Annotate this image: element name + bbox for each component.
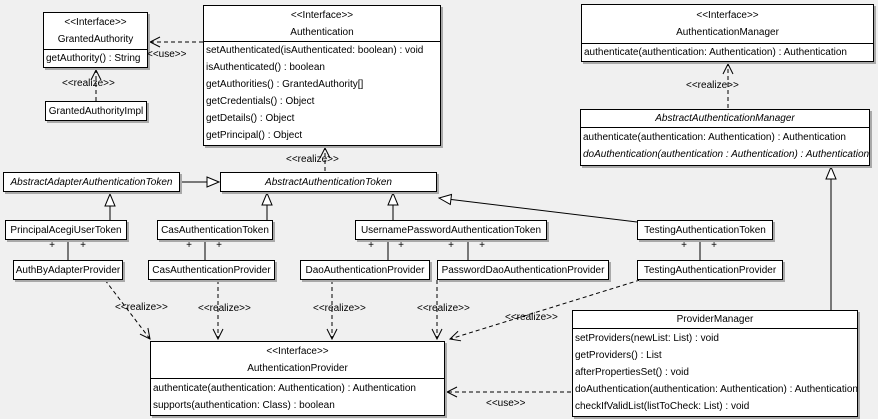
uml-class-grantedauthorityimpl: GrantedAuthorityImpl: [45, 101, 147, 121]
class-name: AbstractAuthenticationToken: [265, 176, 392, 188]
class-name: PasswordDaoAuthenticationProvider: [441, 264, 605, 276]
class-name: PrincipalAcegiUserToken: [10, 224, 122, 236]
uml-class-passworddaoauthenticationprovider: PasswordDaoAuthenticationProvider: [437, 260, 609, 280]
realize-label: <<realize>>: [686, 80, 739, 91]
uml-class-grantedauthority: <<Interface>> GrantedAuthority getAuthor…: [43, 12, 148, 68]
realize-label: <<realize>>: [417, 303, 470, 314]
class-name: ProviderManager: [573, 311, 857, 329]
class-name: UsernamePasswordAuthenticationToken: [360, 224, 542, 236]
class-stereotype: <<Interface>>: [290, 9, 354, 21]
association-plus-marker: +: [681, 240, 687, 251]
association-plus-marker: +: [186, 240, 192, 251]
class-name: AuthByAdapterProvider: [15, 264, 121, 276]
association-plus-marker: +: [216, 240, 222, 251]
class-method: getCredentials() : Object: [206, 95, 315, 107]
class-method: doAuthentication(authentication: Authent…: [575, 383, 857, 395]
realize-label: <<realize>>: [62, 78, 115, 89]
class-method: isAuthenticated() : boolean: [206, 62, 325, 74]
class-name: GrantedAuthority: [57, 34, 134, 45]
use-label: <<use>>: [147, 49, 187, 60]
class-name: AbstractAuthenticationManager: [581, 110, 869, 128]
class-method: getProviders() : List: [575, 349, 662, 361]
uml-class-testingauthenticationtoken: TestingAuthenticationToken: [637, 220, 773, 240]
class-method: checkIfValidList(listToCheck: List) : vo…: [575, 400, 750, 412]
realize-label: <<realize>>: [115, 302, 168, 313]
class-name: TestingAuthenticationToken: [644, 224, 766, 236]
uml-class-daoauthenticationprovider: DaoAuthenticationProvider: [300, 260, 430, 280]
use-label: <<use>>: [486, 398, 526, 409]
uml-class-authentication: <<Interface>> Authentication setAuthenti…: [203, 5, 441, 146]
uml-class-usernamepasswordauthenticationtoken: UsernamePasswordAuthenticationToken: [355, 220, 547, 240]
uml-class-authenticationmanager: <<Interface>> AuthenticationManager auth…: [581, 4, 874, 62]
class-stereotype: <<Interface>>: [266, 346, 329, 357]
class-method: setProviders(newList: List) : void: [575, 332, 719, 344]
class-method: authenticate(authentication: Authenticat…: [583, 131, 846, 143]
generalization-testingauthenticationtoken-abstractauthenticationtoken: [439, 198, 638, 223]
class-method: setAuthenticated(isAuthenticated: boolea…: [206, 45, 424, 57]
class-name: AuthenticationProvider: [247, 363, 348, 374]
uml-class-authbyadapterprovider: AuthByAdapterProvider: [13, 260, 123, 280]
class-method: getAuthority() : String: [46, 53, 141, 64]
class-name: AuthenticationManager: [676, 27, 779, 38]
association-plus-marker: +: [398, 240, 404, 251]
class-method: getPrincipal() : Object: [206, 129, 303, 141]
class-name: GrantedAuthorityImpl: [48, 105, 144, 117]
uml-class-abstractauthenticationmanager: AbstractAuthenticationManager authentica…: [580, 109, 870, 166]
class-name: TestingAuthenticationProvider: [643, 264, 777, 276]
class-method: doAuthentication(authentication : Authen…: [583, 149, 869, 161]
class-method: afterPropertiesSet() : void: [575, 366, 689, 378]
class-method: getAuthorities() : GrantedAuthority[]: [206, 79, 364, 91]
realize-label: <<realize>>: [198, 303, 251, 314]
association-plus-marker: +: [479, 240, 485, 251]
association-plus-marker: +: [368, 240, 374, 251]
class-method: authenticate(authentication: Authenticat…: [153, 382, 416, 394]
association-plus-marker: +: [711, 240, 717, 251]
uml-class-abstractauthenticationtoken: AbstractAuthenticationToken: [220, 172, 437, 192]
uml-class-casauthenticationtoken: CasAuthenticationToken: [157, 220, 273, 240]
uml-class-authenticationprovider: <<Interface>> AuthenticationProvider aut…: [150, 341, 445, 416]
class-name: CasAuthenticationToken: [161, 224, 269, 236]
class-method: supports(authentication: Class) : boolea…: [153, 399, 335, 411]
class-name: Authentication: [290, 26, 354, 38]
class-method: authenticate(authentication: Authenticat…: [584, 47, 847, 58]
realize-label: <<realize>>: [505, 312, 558, 323]
uml-class-casauthenticationprovider: CasAuthenticationProvider: [148, 260, 275, 280]
uml-class-providermanager: ProviderManager setProviders(newList: Li…: [572, 310, 858, 417]
realize-label: <<realize>>: [313, 303, 366, 314]
association-plus-marker: +: [80, 240, 86, 251]
class-stereotype: <<Interface>>: [696, 10, 759, 21]
class-stereotype: <<Interface>>: [64, 17, 127, 28]
association-plus-marker: +: [448, 240, 454, 251]
class-name: DaoAuthenticationProvider: [305, 264, 425, 276]
class-name: AbstractAdapterAuthenticationToken: [10, 176, 173, 188]
uml-class-abstractadapterauthenticationtoken: AbstractAdapterAuthenticationToken: [3, 172, 180, 192]
realize-label: <<realize>>: [286, 154, 339, 165]
uml-class-testingauthenticationprovider: TestingAuthenticationProvider: [637, 260, 783, 280]
uml-class-principalacegiusertoken: PrincipalAcegiUserToken: [5, 220, 127, 240]
class-name: CasAuthenticationProvider: [152, 264, 271, 276]
association-plus-marker: +: [49, 240, 55, 251]
class-method: getDetails() : Object: [206, 112, 295, 124]
